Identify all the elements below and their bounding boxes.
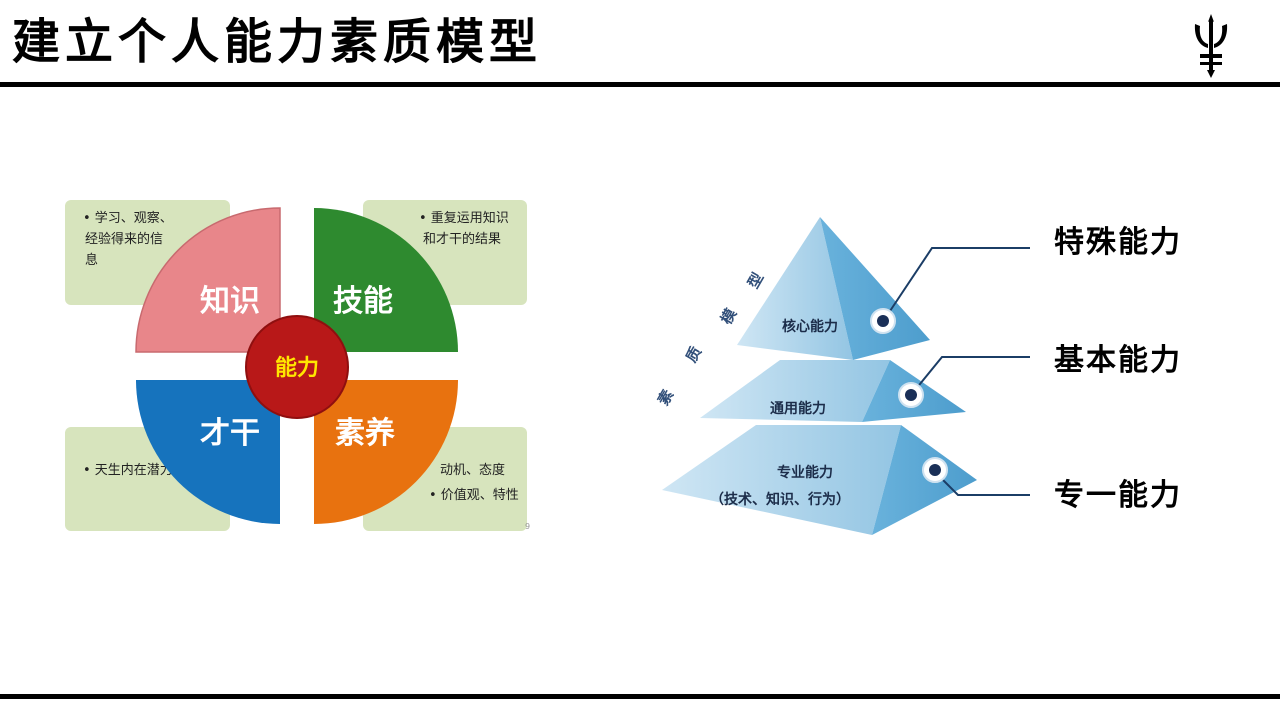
center-label: 能力 [275, 355, 319, 381]
quadrant-label-knowledge: 知识 [200, 284, 260, 319]
marker-special-icon [870, 308, 896, 334]
marker-specialized-icon [922, 457, 948, 483]
label-special-ability: 特殊能力 [1054, 225, 1182, 260]
marker-basic-icon [898, 382, 924, 408]
competency-pyramid: 核心能力 通用能力 专业能力 （技术、知识、行为） 素 质 模 型 特殊能力 基… [654, 217, 1182, 535]
header-divider [0, 82, 1280, 87]
leader-line-basic [910, 356, 1030, 396]
competency-wheel: • 学习、观察、 经验得来的信 息 • 重复运用知识 和才干的结果 • 天生内在… [50, 195, 550, 540]
quadrant-talent [136, 380, 280, 524]
pyramid-tier-top [737, 217, 930, 360]
page-number: 9 [525, 522, 531, 531]
trident-logo-icon [1194, 14, 1228, 78]
quadrant-label-talent: 才干 [200, 416, 260, 451]
label-specialized-ability: 专一能力 [1054, 478, 1182, 513]
center-circle [245, 315, 349, 419]
quadrant-attitude [314, 380, 458, 524]
side-label-char-2: 质 [682, 343, 705, 365]
tier-label-professional: 专业能力 [777, 464, 833, 481]
tier-label-core: 核心能力 [782, 318, 838, 335]
pyramid-tier-bottom [662, 425, 977, 535]
quadrant-knowledge [135, 207, 281, 353]
quadrant-label-skill: 技能 [333, 284, 393, 319]
tier-label-general: 通用能力 [770, 400, 826, 417]
side-label-char-3: 模 [717, 305, 741, 328]
label-basic-ability: 基本能力 [1054, 343, 1182, 378]
quadrant-skill [314, 208, 458, 352]
side-label-char-1: 素 [654, 386, 677, 408]
leader-line-special [883, 247, 1030, 321]
quadrant-label-attitude: 素养 [335, 416, 395, 451]
tier-label-professional-detail: （技术、知识、行为） [710, 491, 850, 508]
page-title: 建立个人能力素质模型 [12, 14, 543, 70]
footer-divider [0, 694, 1280, 699]
side-label-char-4: 型 [744, 269, 767, 291]
pyramid-tier-middle [700, 360, 966, 422]
